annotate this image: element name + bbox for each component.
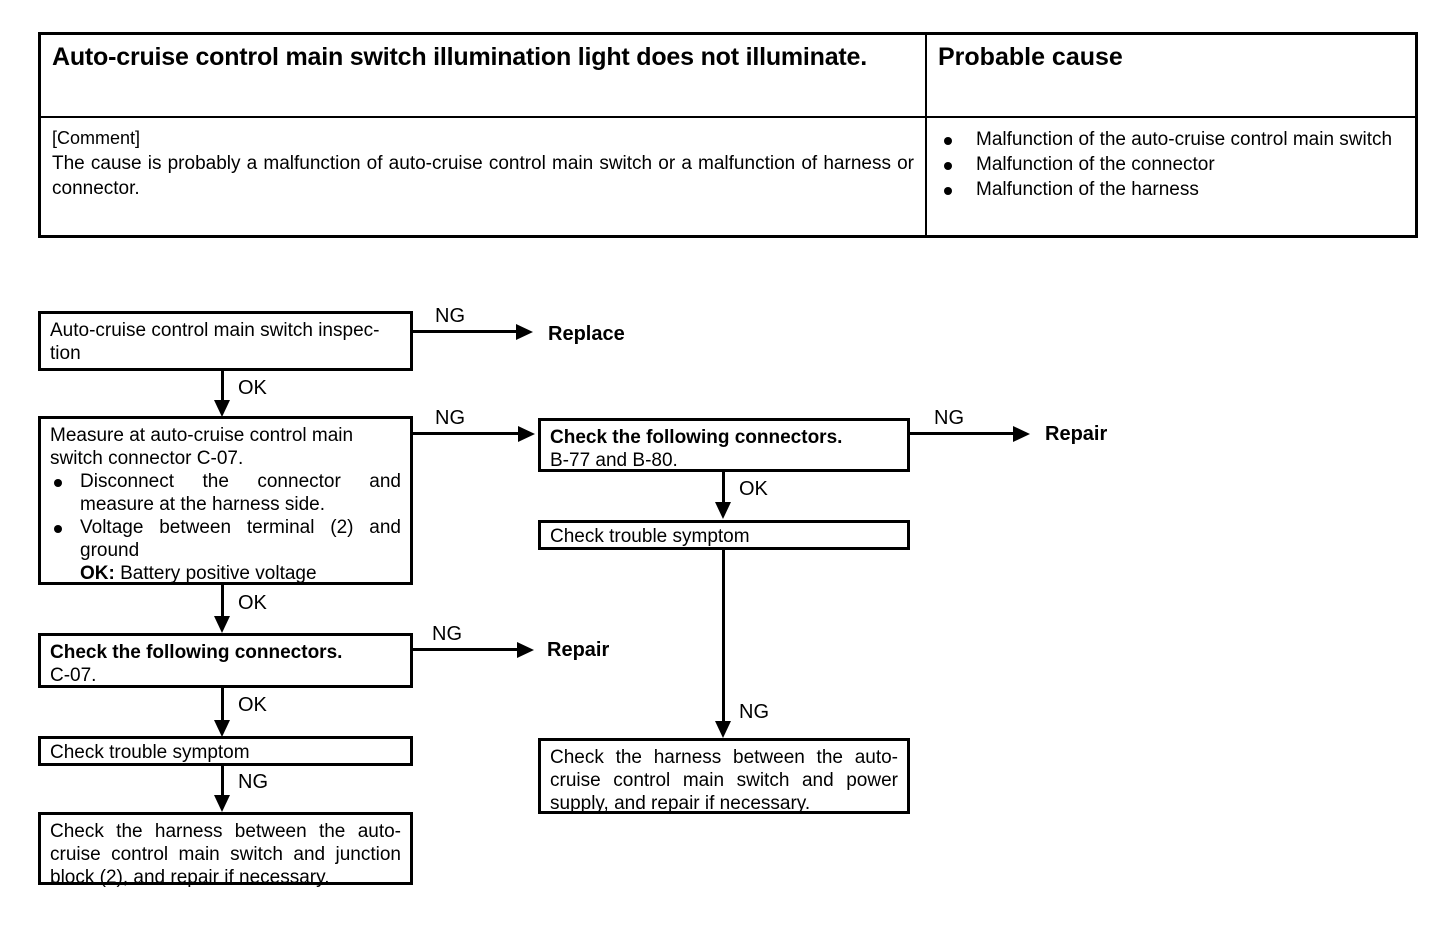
symptom-cause-table: Auto-cruise control main switch illumina… xyxy=(38,32,1418,238)
node-measure-bullets: Disconnect the connector and measure at … xyxy=(50,471,401,586)
node-harness-left-text: Check the harness between the auto-cruis… xyxy=(50,821,401,888)
arrowhead-connectors-right-ok xyxy=(715,502,731,519)
edge-symptom-right-ng xyxy=(722,550,725,728)
node-inspection-line2: tion xyxy=(50,342,81,364)
node-check-connectors-left-line2: C-07. xyxy=(50,664,97,686)
edge-label-ok-inspection: OK xyxy=(238,377,267,399)
edge-label-ng-connectors-right: NG xyxy=(934,407,964,429)
node-check-connectors-right-line2: B-77 and B-80. xyxy=(550,449,678,471)
comment-label: [Comment] xyxy=(52,128,141,148)
terminal-replace: Replace xyxy=(548,323,625,345)
node-inspection-line1: Auto-cruise control main switch inspec- xyxy=(50,320,380,341)
edge-connectors-right-ng xyxy=(910,432,1020,435)
node-check-connectors-left: Check the following connectors. C-07. xyxy=(38,633,413,688)
node-measure-bullet-1: Disconnect the connector and measure at … xyxy=(50,471,401,517)
node-harness-right: Check the harness between the auto-cruis… xyxy=(538,738,910,814)
node-measure-ok-value: Battery positive voltage xyxy=(120,562,317,584)
node-check-symptom-right: Check trouble symptom xyxy=(538,520,910,550)
symptom-title: Auto-cruise control main switch illumina… xyxy=(52,43,868,71)
edge-connectors-right-ok xyxy=(722,472,725,508)
node-inspection: Auto-cruise control main switch inspec- … xyxy=(38,311,413,371)
edge-label-ng-measure: NG xyxy=(435,407,465,429)
edge-inspection-ok xyxy=(221,371,224,407)
cause-header-cell: Probable cause xyxy=(927,35,1417,118)
arrowhead-measure-ok xyxy=(214,616,230,633)
node-check-symptom-left-line1: Check trouble symptom xyxy=(50,742,250,763)
arrowhead-symptom-right-ng xyxy=(715,721,731,738)
edge-label-ok-connectors-left: OK xyxy=(238,694,267,716)
arrowhead-connectors-left-ok xyxy=(214,720,230,737)
edge-label-ng-connectors-left: NG xyxy=(432,623,462,645)
arrowhead-connectors-right-ng xyxy=(1013,426,1030,442)
edge-label-ng-symptom-right: NG xyxy=(739,701,769,723)
node-harness-right-text: Check the harness between the auto-cruis… xyxy=(550,747,898,814)
cause-item: Malfunction of the auto-cruise control m… xyxy=(938,128,1406,152)
arrowhead-connectors-left-ng xyxy=(517,642,534,658)
node-measure-line2: switch connector C-07. xyxy=(50,447,244,469)
node-harness-left: Check the harness between the auto-cruis… xyxy=(38,812,413,888)
arrowhead-inspection-ok xyxy=(214,400,230,417)
cause-item: Malfunction of the harness xyxy=(938,178,1406,202)
edge-connectors-left-ng xyxy=(413,648,526,651)
node-check-connectors-right-line1: Check the following connectors. xyxy=(550,427,843,448)
edge-measure-ng xyxy=(413,432,523,435)
edge-label-ng-inspection: NG xyxy=(435,305,465,327)
cause-list: Malfunction of the auto-cruise control m… xyxy=(938,128,1406,202)
edge-label-ok-measure: OK xyxy=(238,592,267,614)
arrowhead-measure-ng xyxy=(518,426,535,442)
cause-item: Malfunction of the connector xyxy=(938,153,1406,177)
edge-symptom-left-ng xyxy=(221,766,224,802)
symptom-header-cell: Auto-cruise control main switch illumina… xyxy=(41,35,925,118)
arrowhead-symptom-left-ng xyxy=(214,795,230,812)
arrowhead-inspection-ng xyxy=(516,324,533,340)
comment-text: The cause is probably a malfunction of a… xyxy=(52,152,914,200)
node-check-connectors-right: Check the following connectors. B-77 and… xyxy=(538,418,910,472)
edge-connectors-left-ok xyxy=(221,688,224,726)
node-measure: Measure at auto-cruise control main swit… xyxy=(38,416,413,585)
node-measure-line1: Measure at auto-cruise control main xyxy=(50,425,354,446)
edge-measure-ok xyxy=(221,585,224,622)
node-measure-bullet-2: Voltage between terminal (2) and ground xyxy=(50,517,401,563)
node-measure-ok-spec: OK: Battery positive voltage xyxy=(50,563,401,586)
symptom-column: Auto-cruise control main switch illumina… xyxy=(41,35,927,235)
node-check-symptom-left: Check trouble symptom xyxy=(38,736,413,766)
node-check-connectors-left-line1: Check the following connectors. xyxy=(50,642,343,663)
edge-inspection-ng xyxy=(413,330,528,333)
edge-label-ng-symptom-left: NG xyxy=(238,771,268,793)
terminal-repair-left: Repair xyxy=(547,639,610,661)
cause-title: Probable cause xyxy=(938,43,1123,71)
cause-list-cell: Malfunction of the auto-cruise control m… xyxy=(927,118,1417,235)
cause-column: Probable cause Malfunction of the auto-c… xyxy=(927,35,1417,235)
comment-cell: [Comment] The cause is probably a malfun… xyxy=(41,118,925,235)
terminal-repair-right: Repair xyxy=(1045,423,1108,445)
node-check-symptom-right-line1: Check trouble symptom xyxy=(550,526,750,547)
edge-label-ok-connectors-right: OK xyxy=(739,478,768,500)
node-measure-ok-label: OK: xyxy=(80,562,115,584)
